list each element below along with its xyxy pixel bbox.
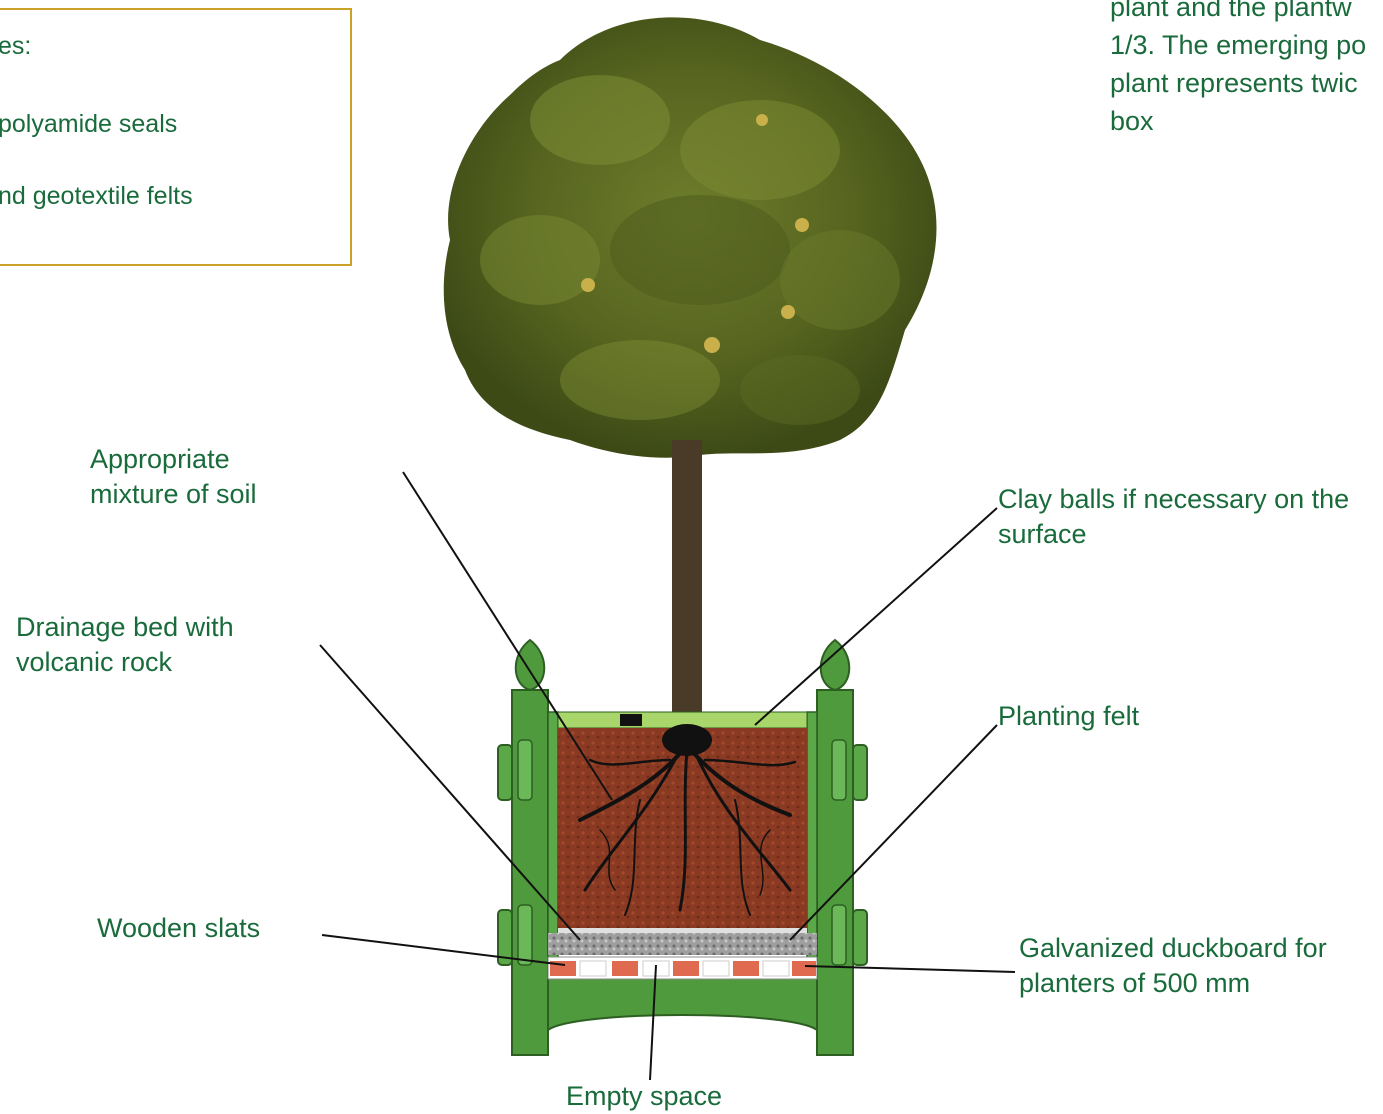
label-duckboard: Galvanized duckboard for planters of 500… (1019, 931, 1327, 1001)
label-wooden-slats: Wooden slats (97, 911, 260, 946)
top-note-line-3: plant represents twic (1110, 64, 1366, 102)
label-planting-felt: Planting felt (998, 699, 1139, 734)
leader-clay (755, 508, 997, 725)
notes-line-2: polyamide seals (0, 110, 177, 139)
label-empty-space: Empty space (566, 1079, 722, 1114)
label-drainage: Drainage bed with volcanic rock (16, 610, 234, 680)
slats-layer (548, 957, 817, 979)
notes-line-3: nd geotextile felts (0, 182, 193, 211)
label-soil: Appropriate mixture of soil (90, 442, 257, 512)
planting-felt-layer (558, 928, 807, 933)
label-clay-balls: Clay balls if necessary on the surface (998, 482, 1349, 552)
top-note-line-2: 1/3. The emerging po (1110, 26, 1366, 64)
notes-line-1: es: (0, 32, 31, 61)
top-note: plant and the plantw 1/3. The emerging p… (1110, 0, 1366, 140)
tree-trunk (672, 440, 702, 730)
notes-box: es: polyamide seals nd geotextile felts (0, 8, 352, 266)
tree-canopy (444, 17, 937, 457)
top-note-line-1: plant and the plantw (1110, 0, 1366, 26)
top-note-line-4: box (1110, 102, 1366, 140)
drainage-layer (548, 933, 817, 955)
